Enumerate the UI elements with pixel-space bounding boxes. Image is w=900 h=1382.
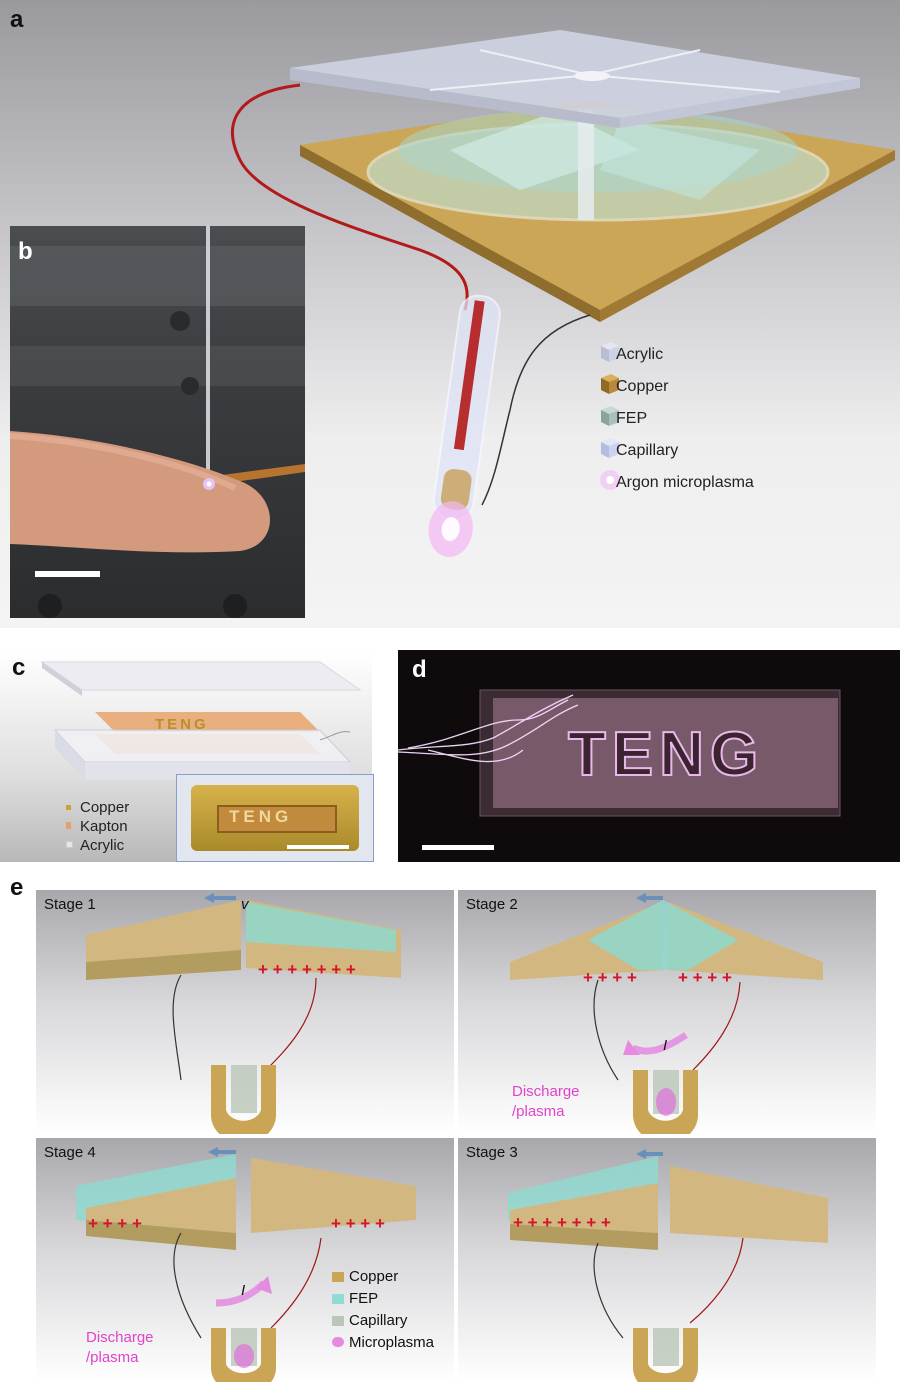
panel-label-e: e xyxy=(10,874,24,901)
panel-label-a: a xyxy=(10,6,24,33)
legend-e-fep-swatch xyxy=(332,1294,344,1304)
stage-3-box: + + + + + + + Stage 3 xyxy=(458,1138,876,1382)
teng-device-illustration xyxy=(231,30,895,557)
legend-fep: FEP xyxy=(616,410,648,427)
kapton-copper-swatch-copper xyxy=(66,805,71,810)
stage-3-charges: + + + + + + + xyxy=(513,1213,611,1232)
stage-4-charges-right: + + + + xyxy=(331,1214,385,1233)
acrylic-cube-icon xyxy=(601,342,619,362)
legend-c-acrylic: Acrylic xyxy=(80,837,125,854)
stage-2-current: I xyxy=(663,1037,668,1054)
copper-cube-icon xyxy=(601,374,619,394)
legend-copper: Copper xyxy=(616,378,669,395)
legend-e-copper: Copper xyxy=(349,1268,399,1285)
finger xyxy=(10,431,270,553)
panel-c-exploded-view: TENG xyxy=(40,661,362,780)
scale-bar xyxy=(35,571,100,577)
legend-e-capillary: Capillary xyxy=(349,1312,408,1329)
panel-label-b: b xyxy=(18,238,33,265)
legend-e-microplasma-swatch xyxy=(332,1337,344,1347)
teng-text-copper: TENG xyxy=(155,716,209,733)
stage-4-current: I xyxy=(241,1282,246,1299)
stage-4-label: Stage 4 xyxy=(44,1144,96,1161)
current-arrow xyxy=(631,1032,688,1055)
legend-argon-microplasma: Argon microplasma xyxy=(616,474,754,491)
stage-3-label: Stage 3 xyxy=(466,1144,518,1161)
capillary-cube-icon xyxy=(601,438,619,458)
legend-capillary: Capillary xyxy=(616,442,679,459)
acrylic-top-plate xyxy=(290,30,860,118)
scale-bar xyxy=(422,845,494,850)
stage-2-charges-left: + + + + xyxy=(583,968,637,987)
teng-text-plasma: TENG xyxy=(568,720,764,789)
stage-2-charges-right: + + + + xyxy=(678,968,732,987)
stage-4-box: + + + + + + + + Stage 4 I Discharge /pla… xyxy=(36,1138,454,1382)
red-wire xyxy=(231,83,469,311)
panel-a-legend-icons xyxy=(600,342,620,490)
kapton-copper-swatch-acrylic xyxy=(66,841,73,848)
panel-d: TENG d xyxy=(398,650,900,862)
stage-4-discharge: Discharge /plasma xyxy=(86,1329,154,1366)
panel-a: Acrylic Copper FEP Capillary Argon micro… xyxy=(0,0,900,628)
teng-text-photo: TENG xyxy=(229,807,293,826)
stage-1-charges: + + + + + + + xyxy=(258,960,356,979)
panel-b-photo: b xyxy=(10,226,305,618)
stage-4-charges-left: + + + + xyxy=(88,1214,142,1233)
legend-e-microplasma: Microplasma xyxy=(349,1334,435,1351)
scale-bar xyxy=(287,845,349,849)
legend-e-fep: FEP xyxy=(349,1290,379,1307)
legend-e-capillary-swatch xyxy=(332,1316,344,1326)
panel-label-c: c xyxy=(12,654,26,681)
legend-e-copper-swatch xyxy=(332,1272,344,1282)
panel-c: TENG Copper Kapton Acrylic TENG c xyxy=(0,650,374,862)
stage-1-box: + + + + + + + Stage 1 v xyxy=(36,890,454,1134)
microplasma-glow-icon xyxy=(600,470,620,490)
panel-c-inset-photo: TENG xyxy=(176,774,374,862)
kapton-copper-swatch-kapton xyxy=(66,822,71,829)
capillary-tube xyxy=(428,294,501,557)
stage-2-label: Stage 2 xyxy=(466,896,518,913)
stage-2-box: + + + + + + + + Stage 2 I Discharge /pla… xyxy=(458,890,876,1134)
stage-2-discharge: Discharge /plasma xyxy=(512,1083,580,1120)
legend-acrylic: Acrylic xyxy=(616,346,664,363)
panel-label-d: d xyxy=(412,656,427,683)
panel-d-plasma-photo: TENG xyxy=(398,689,841,850)
stage-1-label: Stage 1 xyxy=(44,896,96,913)
stage-1-velocity: v xyxy=(241,896,249,913)
black-wire xyxy=(481,314,591,506)
fep-cube-icon xyxy=(601,406,619,426)
legend-c-copper: Copper xyxy=(80,799,130,816)
current-arrow xyxy=(215,1280,267,1307)
legend-c-kapton: Kapton xyxy=(80,818,128,835)
